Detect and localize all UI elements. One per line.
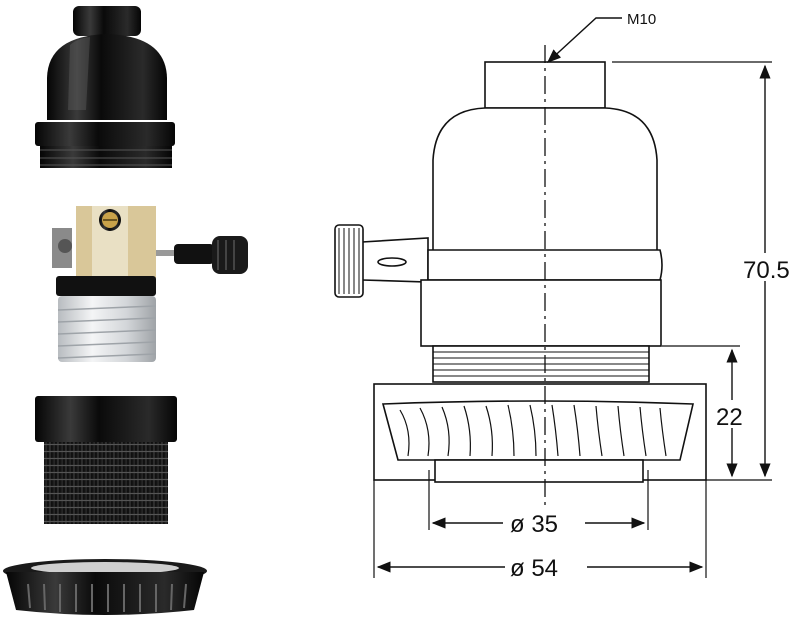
thread-leader: [546, 17, 622, 63]
threaded-shell-icon: [35, 396, 177, 524]
height-total-label: 70.5: [743, 257, 790, 284]
diameter-inner-label: ø 35: [510, 511, 558, 538]
diameter-outer-label: ø 54: [510, 555, 558, 582]
shade-ring-icon: [3, 559, 207, 615]
thread-outline: [432, 345, 650, 383]
lower-body-outline: [420, 279, 662, 347]
crown-outline: [381, 400, 694, 461]
switch-knob-outline: [334, 224, 429, 298]
height-shell-label: 22: [716, 404, 743, 431]
technical-drawing: [334, 17, 772, 578]
thread-label: M10: [627, 11, 656, 28]
crown-flutes: [399, 404, 667, 457]
switch-body-icon: [52, 206, 248, 362]
cap-icon: [35, 6, 175, 168]
bottom-lip-outline: [434, 459, 644, 483]
